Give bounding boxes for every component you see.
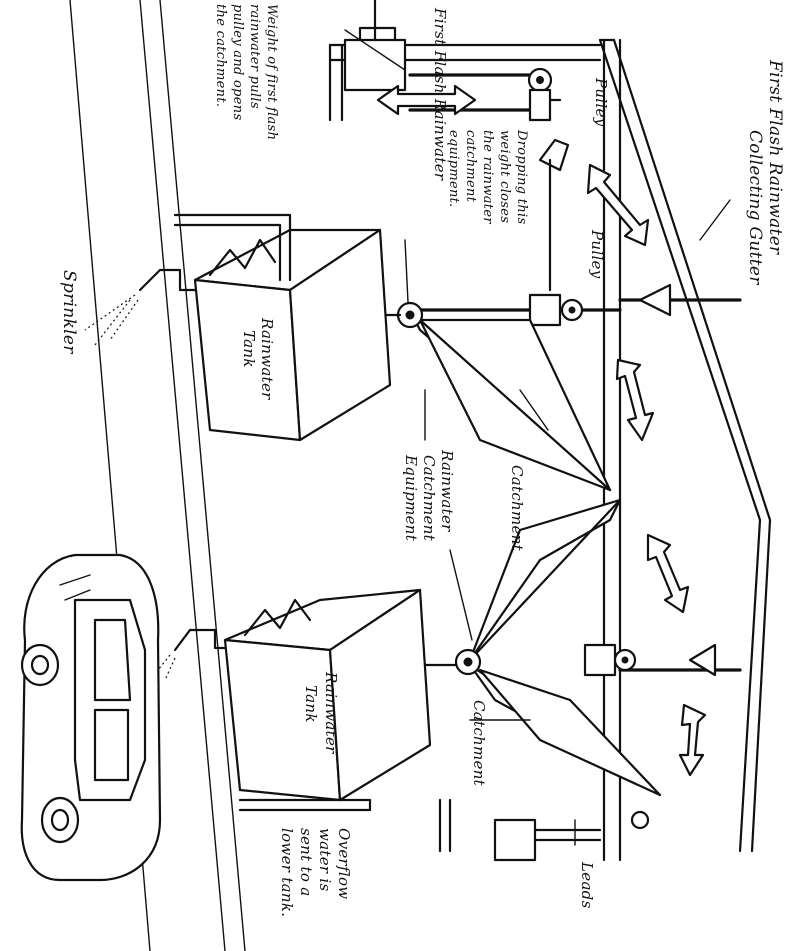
bottom-posts	[440, 800, 648, 860]
catchment-left	[360, 240, 610, 490]
label-tank-right-line1: Rainwater	[322, 671, 340, 754]
label-dropping-line5: equipment.	[446, 130, 461, 208]
label-dropping-line1: Dropping this	[514, 129, 529, 224]
label-dropping-line3: the rainwater	[480, 130, 495, 224]
label-overflow-line3: sent to a	[297, 828, 315, 897]
label-gutter-line1: First Flash Rainwater	[765, 59, 785, 255]
funnel-fixtures	[640, 285, 715, 675]
roof-gutter-structure	[600, 40, 770, 860]
pulley-top	[529, 69, 560, 120]
label-overflow-line1: Overflow	[335, 828, 353, 899]
label-overflow-line2: water is	[316, 828, 334, 892]
label-tank-left-line1: Rainwater	[258, 317, 276, 400]
label-tank-right-line2: Tank	[302, 685, 320, 723]
label-pulley-mid: Pulley	[588, 229, 606, 279]
label-pulley-top: Pulley	[592, 77, 610, 127]
label-leads: Leads	[578, 861, 596, 909]
label-catchment-left: Catchment	[508, 465, 526, 552]
label-weight-line2: rainwater pulls	[247, 4, 262, 109]
label-dropping-line2: weight closes	[497, 130, 512, 223]
label-overflow-line4: lower tank.	[278, 828, 296, 917]
label-weight-line1: Weight of first flash	[264, 4, 279, 140]
label-weight-line3: pulley and opens	[230, 4, 245, 120]
label-dropping-line4: catchment	[463, 130, 478, 203]
pulley-right	[585, 645, 635, 675]
label-gutter-line2: Collecting Gutter	[745, 130, 765, 285]
labels: First Flash Rainwater Pulley Weight of f…	[59, 4, 785, 917]
label-sprinkler: Sprinkler	[59, 270, 79, 354]
label-equipment-line1: Rainwater	[438, 449, 456, 532]
catchment-right-lower	[420, 650, 660, 795]
label-catchment-right: Catchment	[470, 700, 488, 787]
label-equipment-line2: Catchment	[420, 455, 438, 542]
catchment-right-upper	[470, 500, 620, 660]
label-weight-line4: the catchment.	[213, 4, 228, 107]
label-equipment-line3: Equipment	[402, 454, 420, 542]
car	[22, 555, 160, 880]
label-tank-left-line2: Tank	[240, 330, 258, 368]
